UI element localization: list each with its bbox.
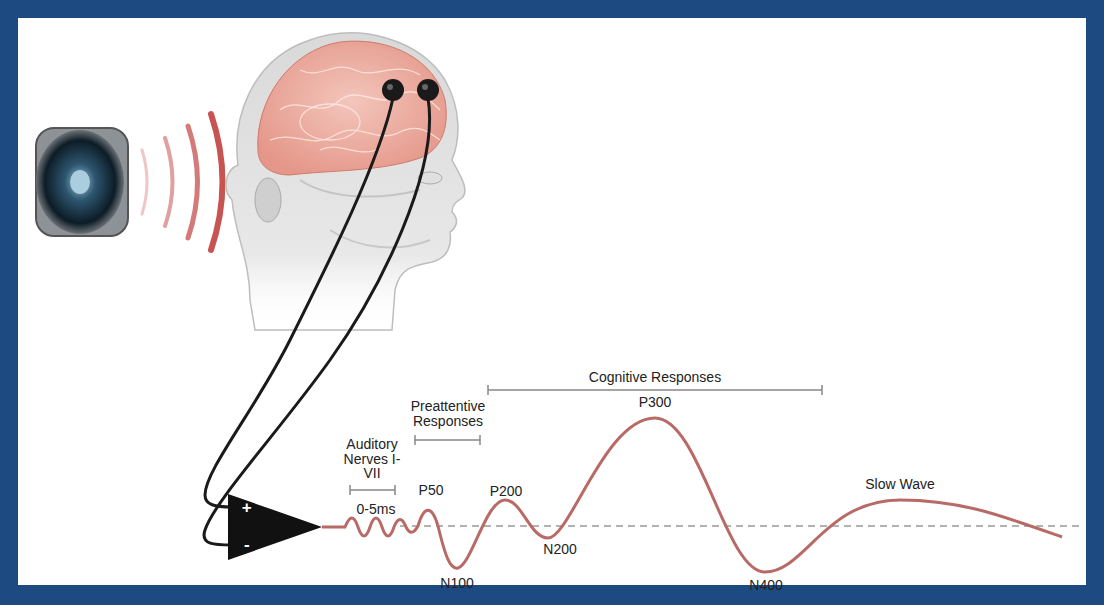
bracket-label: Preattentive Responses [398, 399, 498, 428]
bracket-label: Auditory Nerves I-VII [341, 437, 403, 481]
latency-label: 0-5ms [357, 502, 396, 517]
speaker-icon [36, 128, 128, 236]
peak-label: P300 [639, 395, 672, 410]
head-illustration [226, 33, 465, 330]
peak-label: P50 [419, 483, 444, 498]
peak-label: P200 [490, 484, 523, 499]
sound-waves [142, 114, 223, 250]
peak-label: N100 [440, 576, 473, 591]
amplifier-symbol: +- [228, 494, 322, 560]
amplifier-sign: - [244, 536, 250, 553]
electrode-wires [204, 98, 430, 545]
brackets [350, 385, 822, 495]
electrodes [382, 79, 439, 101]
peak-label: N400 [749, 578, 782, 593]
peak-label: N200 [543, 542, 576, 557]
wave-label: Slow Wave [865, 477, 935, 492]
amplifier-sign: + [242, 499, 252, 516]
baseline [400, 525, 1080, 527]
bracket-label: Cognitive Responses [589, 370, 721, 385]
erp-waveform [322, 418, 1062, 572]
